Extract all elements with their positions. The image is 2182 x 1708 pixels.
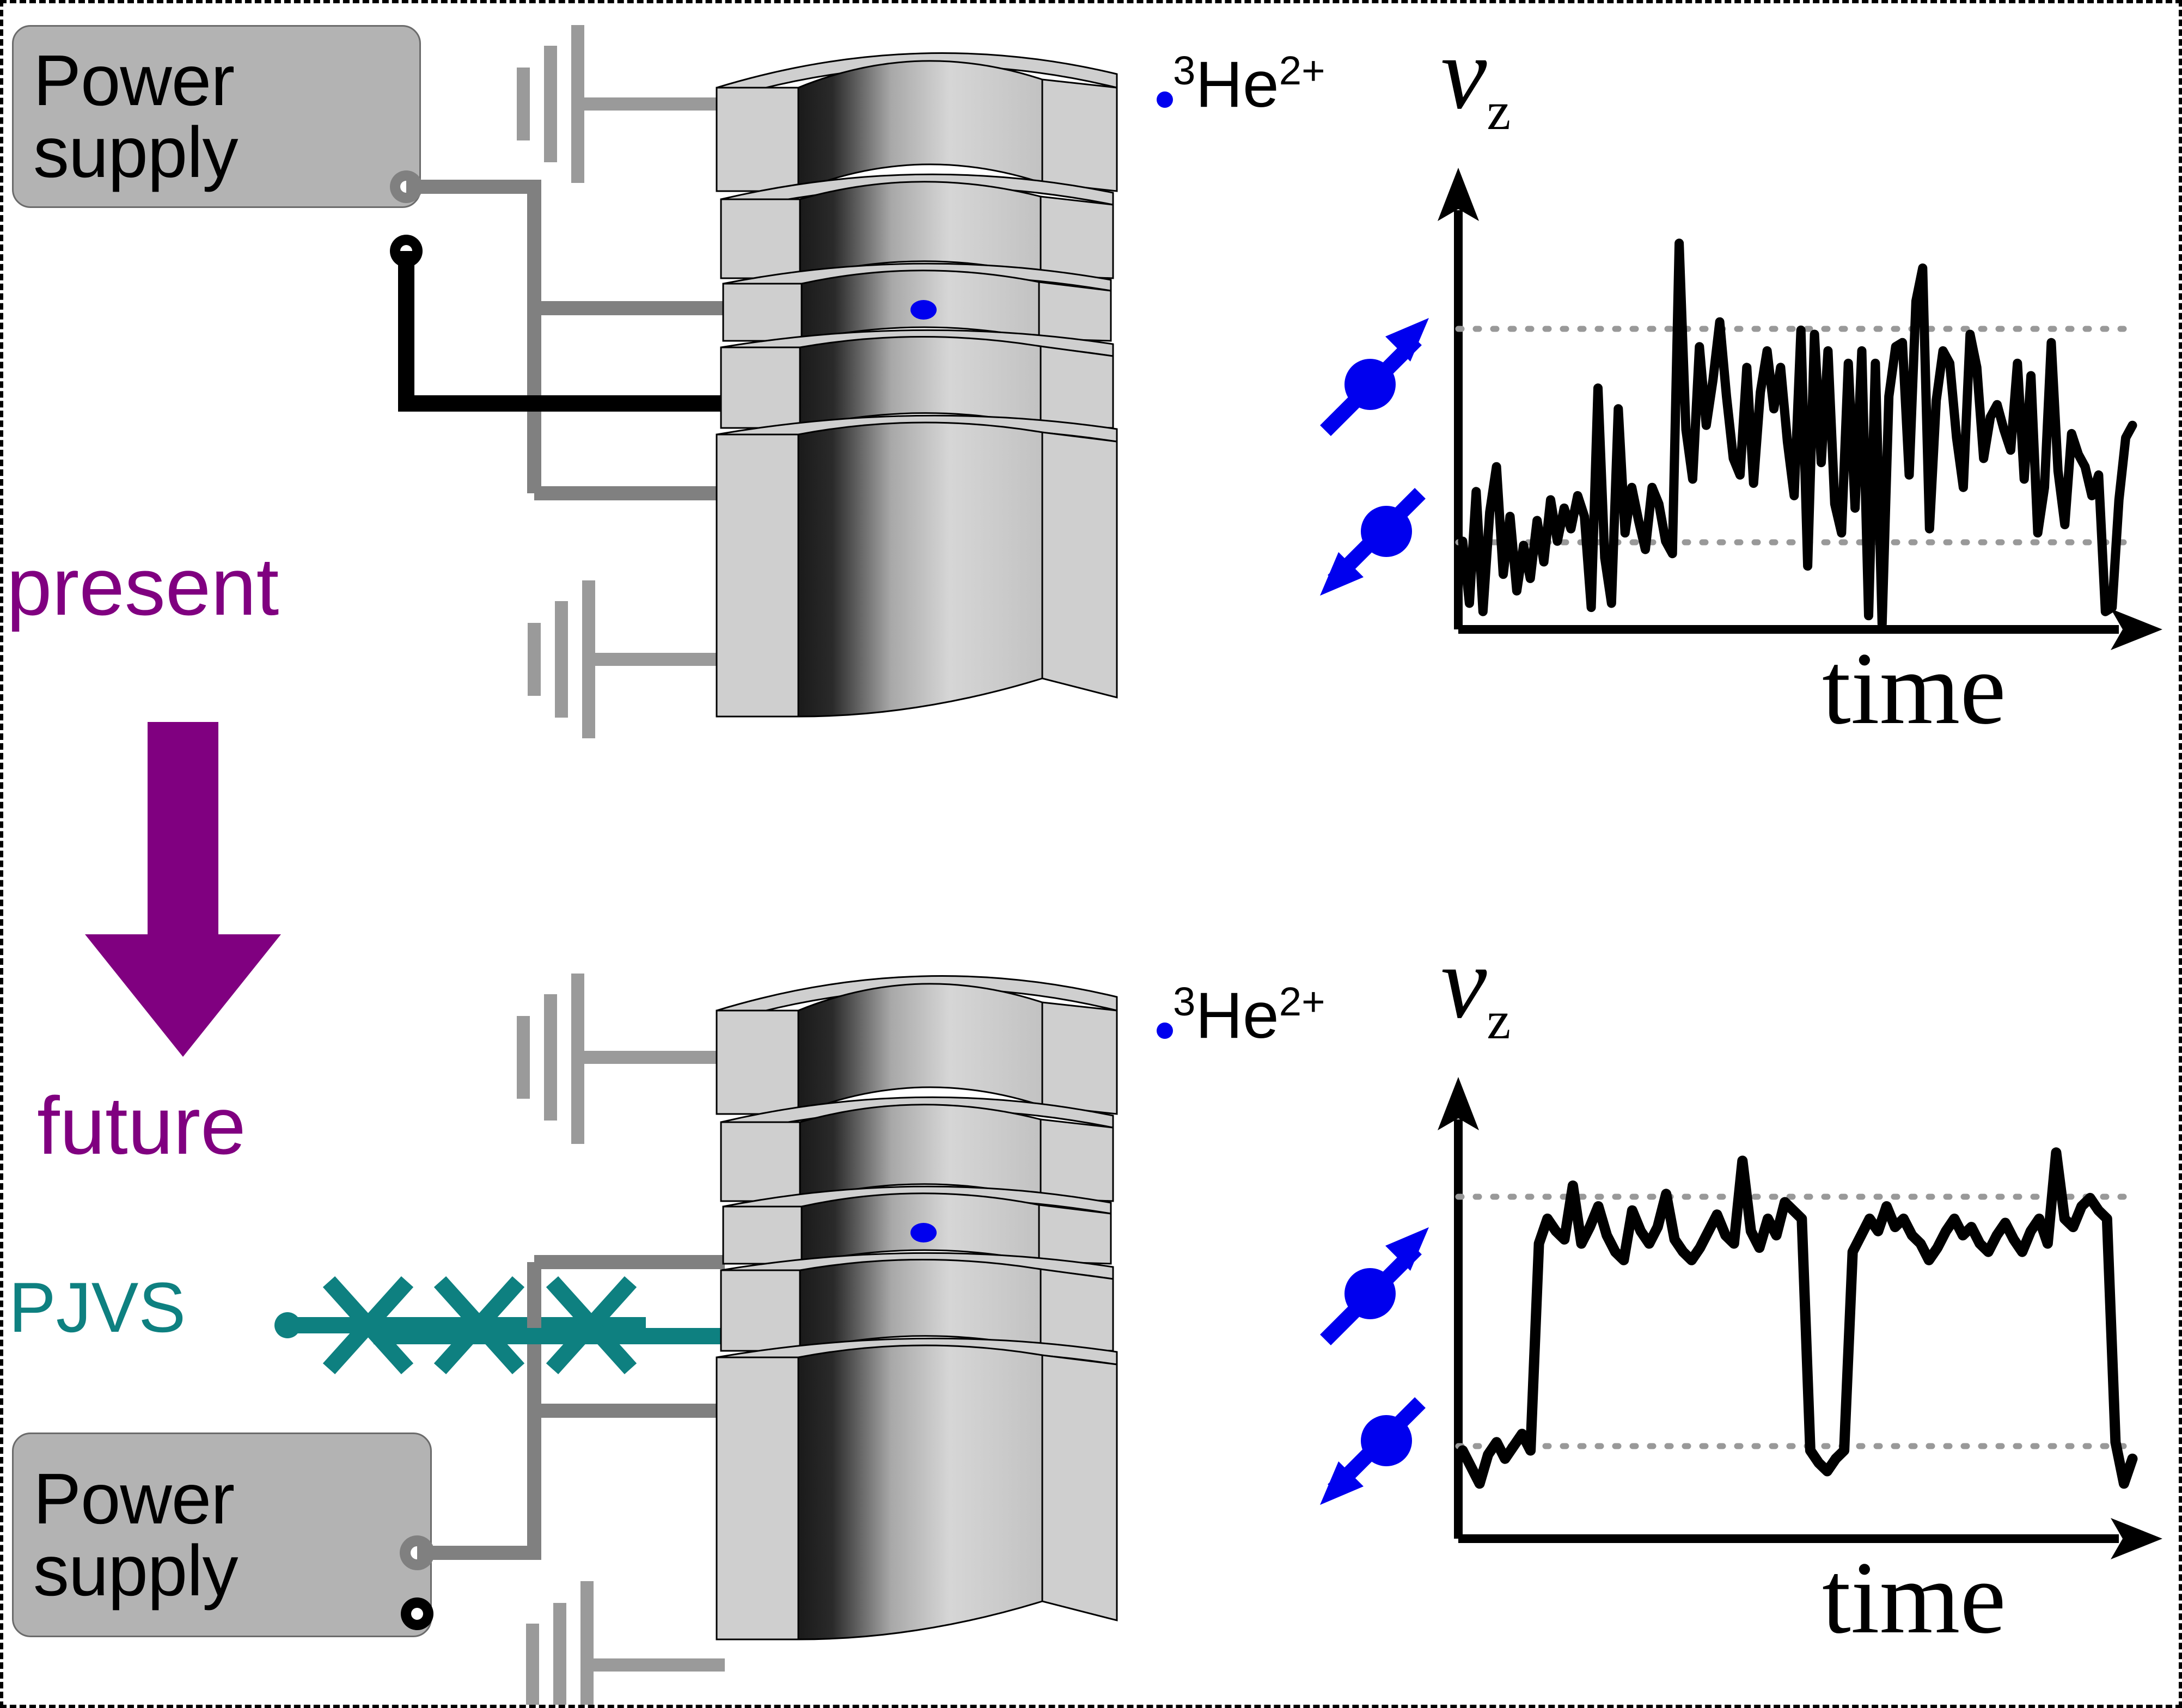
ion-element-symbol-future: He bbox=[1195, 979, 1279, 1052]
penning-trap-future bbox=[716, 975, 1118, 1640]
ground-symbol-top-future bbox=[517, 974, 725, 1144]
psu-label-line2-future: supply bbox=[33, 1531, 239, 1611]
nu-subscript-present: z bbox=[1487, 82, 1511, 141]
axis-x-label-present: time bbox=[1822, 632, 2006, 746]
ion-species-label-present: 3He2+ bbox=[1157, 47, 1325, 122]
gray-wire-bus-present bbox=[406, 180, 725, 500]
trapped-ion-future bbox=[910, 1223, 937, 1242]
transition-arrow-present-to-future bbox=[85, 722, 281, 1057]
wiring-future bbox=[374, 974, 725, 1705]
ion-mass-number-present: 3 bbox=[1173, 48, 1196, 93]
nu-symbol-present: ν bbox=[1441, 16, 1487, 131]
trap-electrode-1 bbox=[716, 52, 1118, 193]
epoch-label-future: future bbox=[37, 1080, 246, 1171]
power-supply-box-future[interactable]: Power supply bbox=[12, 1432, 432, 1637]
spin-arrows-present bbox=[1320, 318, 1429, 596]
josephson-junction-3 bbox=[546, 1276, 637, 1375]
epoch-label-present: present bbox=[7, 541, 279, 632]
chart-present: νz time bbox=[1438, 16, 2171, 746]
ground-symbol-top-present bbox=[517, 25, 725, 183]
black-wire-center-electrode-present bbox=[398, 251, 725, 412]
chart-present-series bbox=[1458, 238, 2137, 629]
chart-present-plot bbox=[1438, 168, 2162, 650]
ground-symbol-bottom-future bbox=[526, 1581, 725, 1705]
chart-future-axes bbox=[1438, 1077, 2162, 1559]
trap-electrode-5 bbox=[716, 414, 1118, 718]
ion-charge-state-future: 2+ bbox=[1279, 979, 1325, 1024]
nu-symbol-future: ν bbox=[1441, 926, 1487, 1040]
psu-terminal-black-future bbox=[401, 1597, 433, 1630]
trap-electrode-2 bbox=[720, 173, 1114, 279]
spin-up-arrow-present bbox=[1320, 318, 1429, 436]
ion-mass-number-future: 3 bbox=[1173, 979, 1196, 1024]
trap-electrode-4-future bbox=[720, 1252, 1114, 1352]
trap-electrode-1-future bbox=[716, 975, 1118, 1116]
ion-marker-dot-future bbox=[1157, 1023, 1173, 1039]
wiring-present bbox=[390, 25, 725, 738]
gray-wire-bus-future bbox=[417, 1255, 725, 1560]
chart-future-plot bbox=[1438, 1077, 2162, 1559]
pjvs-junction-chain bbox=[274, 1276, 646, 1375]
trap-electrode-2-future bbox=[720, 1096, 1114, 1202]
penning-trap-present bbox=[716, 52, 1118, 718]
down-arrow-shape bbox=[85, 722, 281, 1057]
josephson-junction-1 bbox=[322, 1276, 414, 1375]
ion-charge-state-present: 2+ bbox=[1279, 48, 1325, 93]
ground-symbol-bottom-present bbox=[528, 580, 725, 738]
spin-up-arrow-future bbox=[1320, 1227, 1429, 1345]
trap-electrode-5-future bbox=[716, 1337, 1118, 1640]
pjvs-label: PJVS bbox=[9, 1268, 186, 1347]
psu-label-line2: supply bbox=[33, 112, 239, 192]
ion-species-label-future: 3He2+ bbox=[1157, 978, 1325, 1053]
ion-marker-dot-present bbox=[1157, 91, 1173, 108]
axis-y-label-present: νz bbox=[1441, 14, 1511, 142]
chart-future-series bbox=[1457, 1147, 2138, 1489]
psu-label-line1-future: Power bbox=[33, 1459, 235, 1539]
trapped-ion-present bbox=[910, 300, 937, 320]
josephson-junction-2 bbox=[433, 1276, 525, 1375]
chart-present-axes bbox=[1438, 168, 2162, 650]
axis-y-label-future: νz bbox=[1441, 923, 1511, 1051]
power-supply-box-present[interactable]: Power supply bbox=[12, 25, 421, 208]
nu-subscript-future: z bbox=[1487, 991, 1511, 1050]
chart-future: νz time bbox=[1438, 926, 2171, 1655]
psu-label-line1: Power bbox=[33, 40, 235, 120]
ion-element-symbol-present: He bbox=[1195, 48, 1279, 121]
trap-electrode-4 bbox=[720, 329, 1114, 429]
spin-down-arrow-present bbox=[1320, 488, 1426, 596]
axis-x-label-future: time bbox=[1822, 1541, 2006, 1655]
spin-down-arrow-future bbox=[1320, 1397, 1426, 1505]
spin-arrows-future bbox=[1320, 1227, 1429, 1505]
